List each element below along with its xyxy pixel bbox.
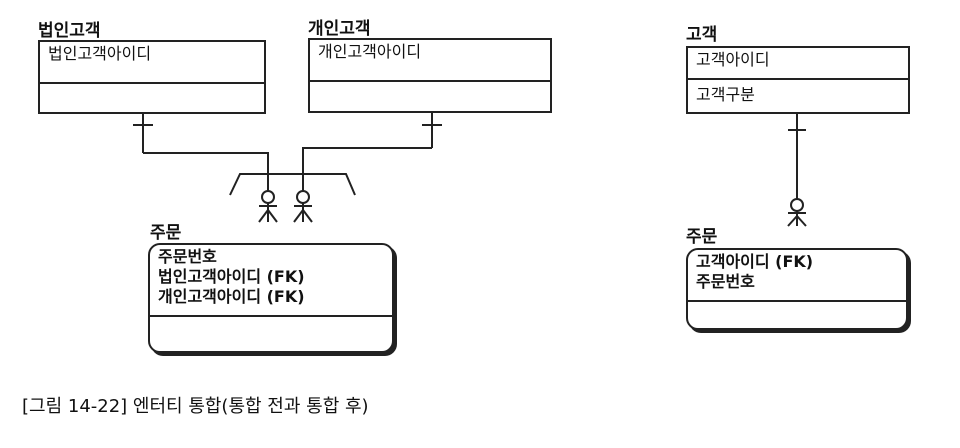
entity-key-attribute: 주문번호 <box>696 272 755 291</box>
entity-attribute: 고객구분 <box>696 85 755 104</box>
entity-attribute: 개인고객아이디 (FK) <box>158 287 305 306</box>
entity-title-individual-customer: 개인고객 <box>308 19 371 39</box>
entity-order-after: 고객아이디 (FK) 주문번호 <box>686 248 908 330</box>
entity-divider <box>688 300 906 302</box>
entity-key-attribute: 고객아이디 (FK) <box>696 252 814 271</box>
entity-divider <box>688 78 908 80</box>
entity-key-attribute: 주문번호 <box>158 247 217 266</box>
entity-corporate-customer: 법인고객아이디 <box>38 40 266 114</box>
entity-divider <box>40 82 264 84</box>
entity-individual-customer: 개인고객아이디 <box>308 38 552 113</box>
entity-title-corporate-customer: 법인고객 <box>38 21 101 41</box>
entity-title-order-after: 주문 <box>686 227 718 247</box>
entity-divider <box>150 315 392 317</box>
entity-title-order-before: 주문 <box>150 223 182 243</box>
entity-order-before: 주문번호 법인고객아이디 (FK) 개인고객아이디 (FK) <box>148 243 394 353</box>
entity-title-customer: 고객 <box>686 25 718 45</box>
entity-attribute: 법인고객아이디 <box>48 44 152 63</box>
entity-divider <box>310 80 550 82</box>
figure-caption: [그림 14-22] 엔터티 통합(통합 전과 통합 후) <box>22 396 369 417</box>
entity-customer: 고객아이디 고객구분 <box>686 46 910 114</box>
entity-attribute: 법인고객아이디 (FK) <box>158 267 305 286</box>
entity-key-attribute: 고객아이디 <box>696 50 770 69</box>
entity-attribute: 개인고객아이디 <box>318 42 422 61</box>
